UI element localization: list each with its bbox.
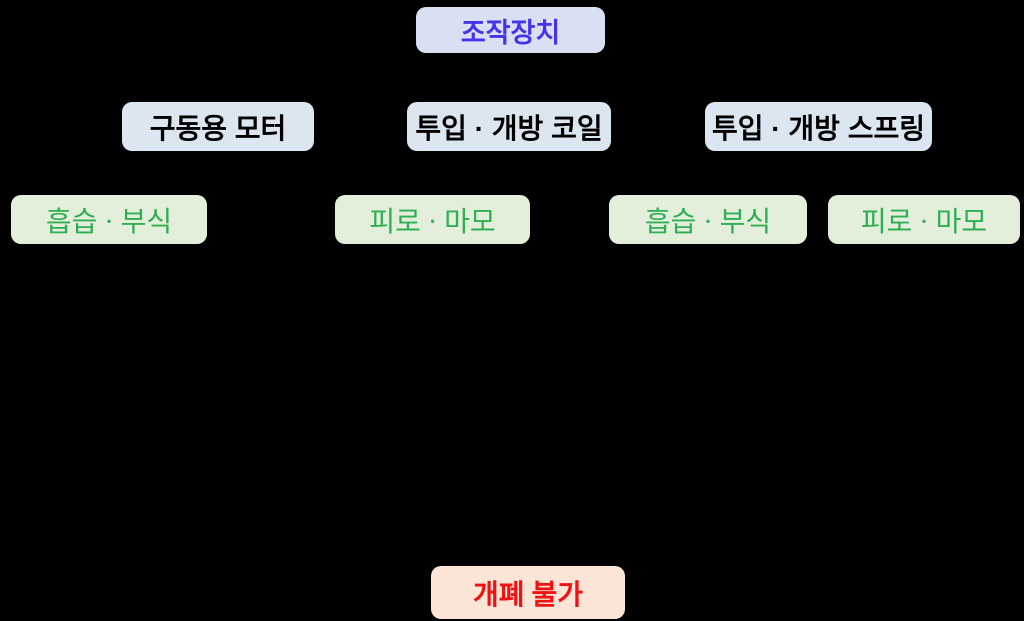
node-fatigue-wear-2: 피로 · 마모 [828,195,1020,244]
node-moisture-corrosion-1: 흡습 · 부식 [11,195,207,244]
node-open-close-failure: 개폐 불가 [431,566,625,619]
node-closing-opening-spring: 투입 · 개방 스프링 [705,102,932,151]
node-drive-motor: 구동용 모터 [122,102,314,151]
node-moisture-corrosion-2: 흡습 · 부식 [609,195,807,244]
node-closing-opening-coil: 투입 · 개방 코일 [407,102,611,151]
node-operating-device: 조작장치 [416,7,605,53]
node-fatigue-wear-1: 피로 · 마모 [335,195,530,244]
